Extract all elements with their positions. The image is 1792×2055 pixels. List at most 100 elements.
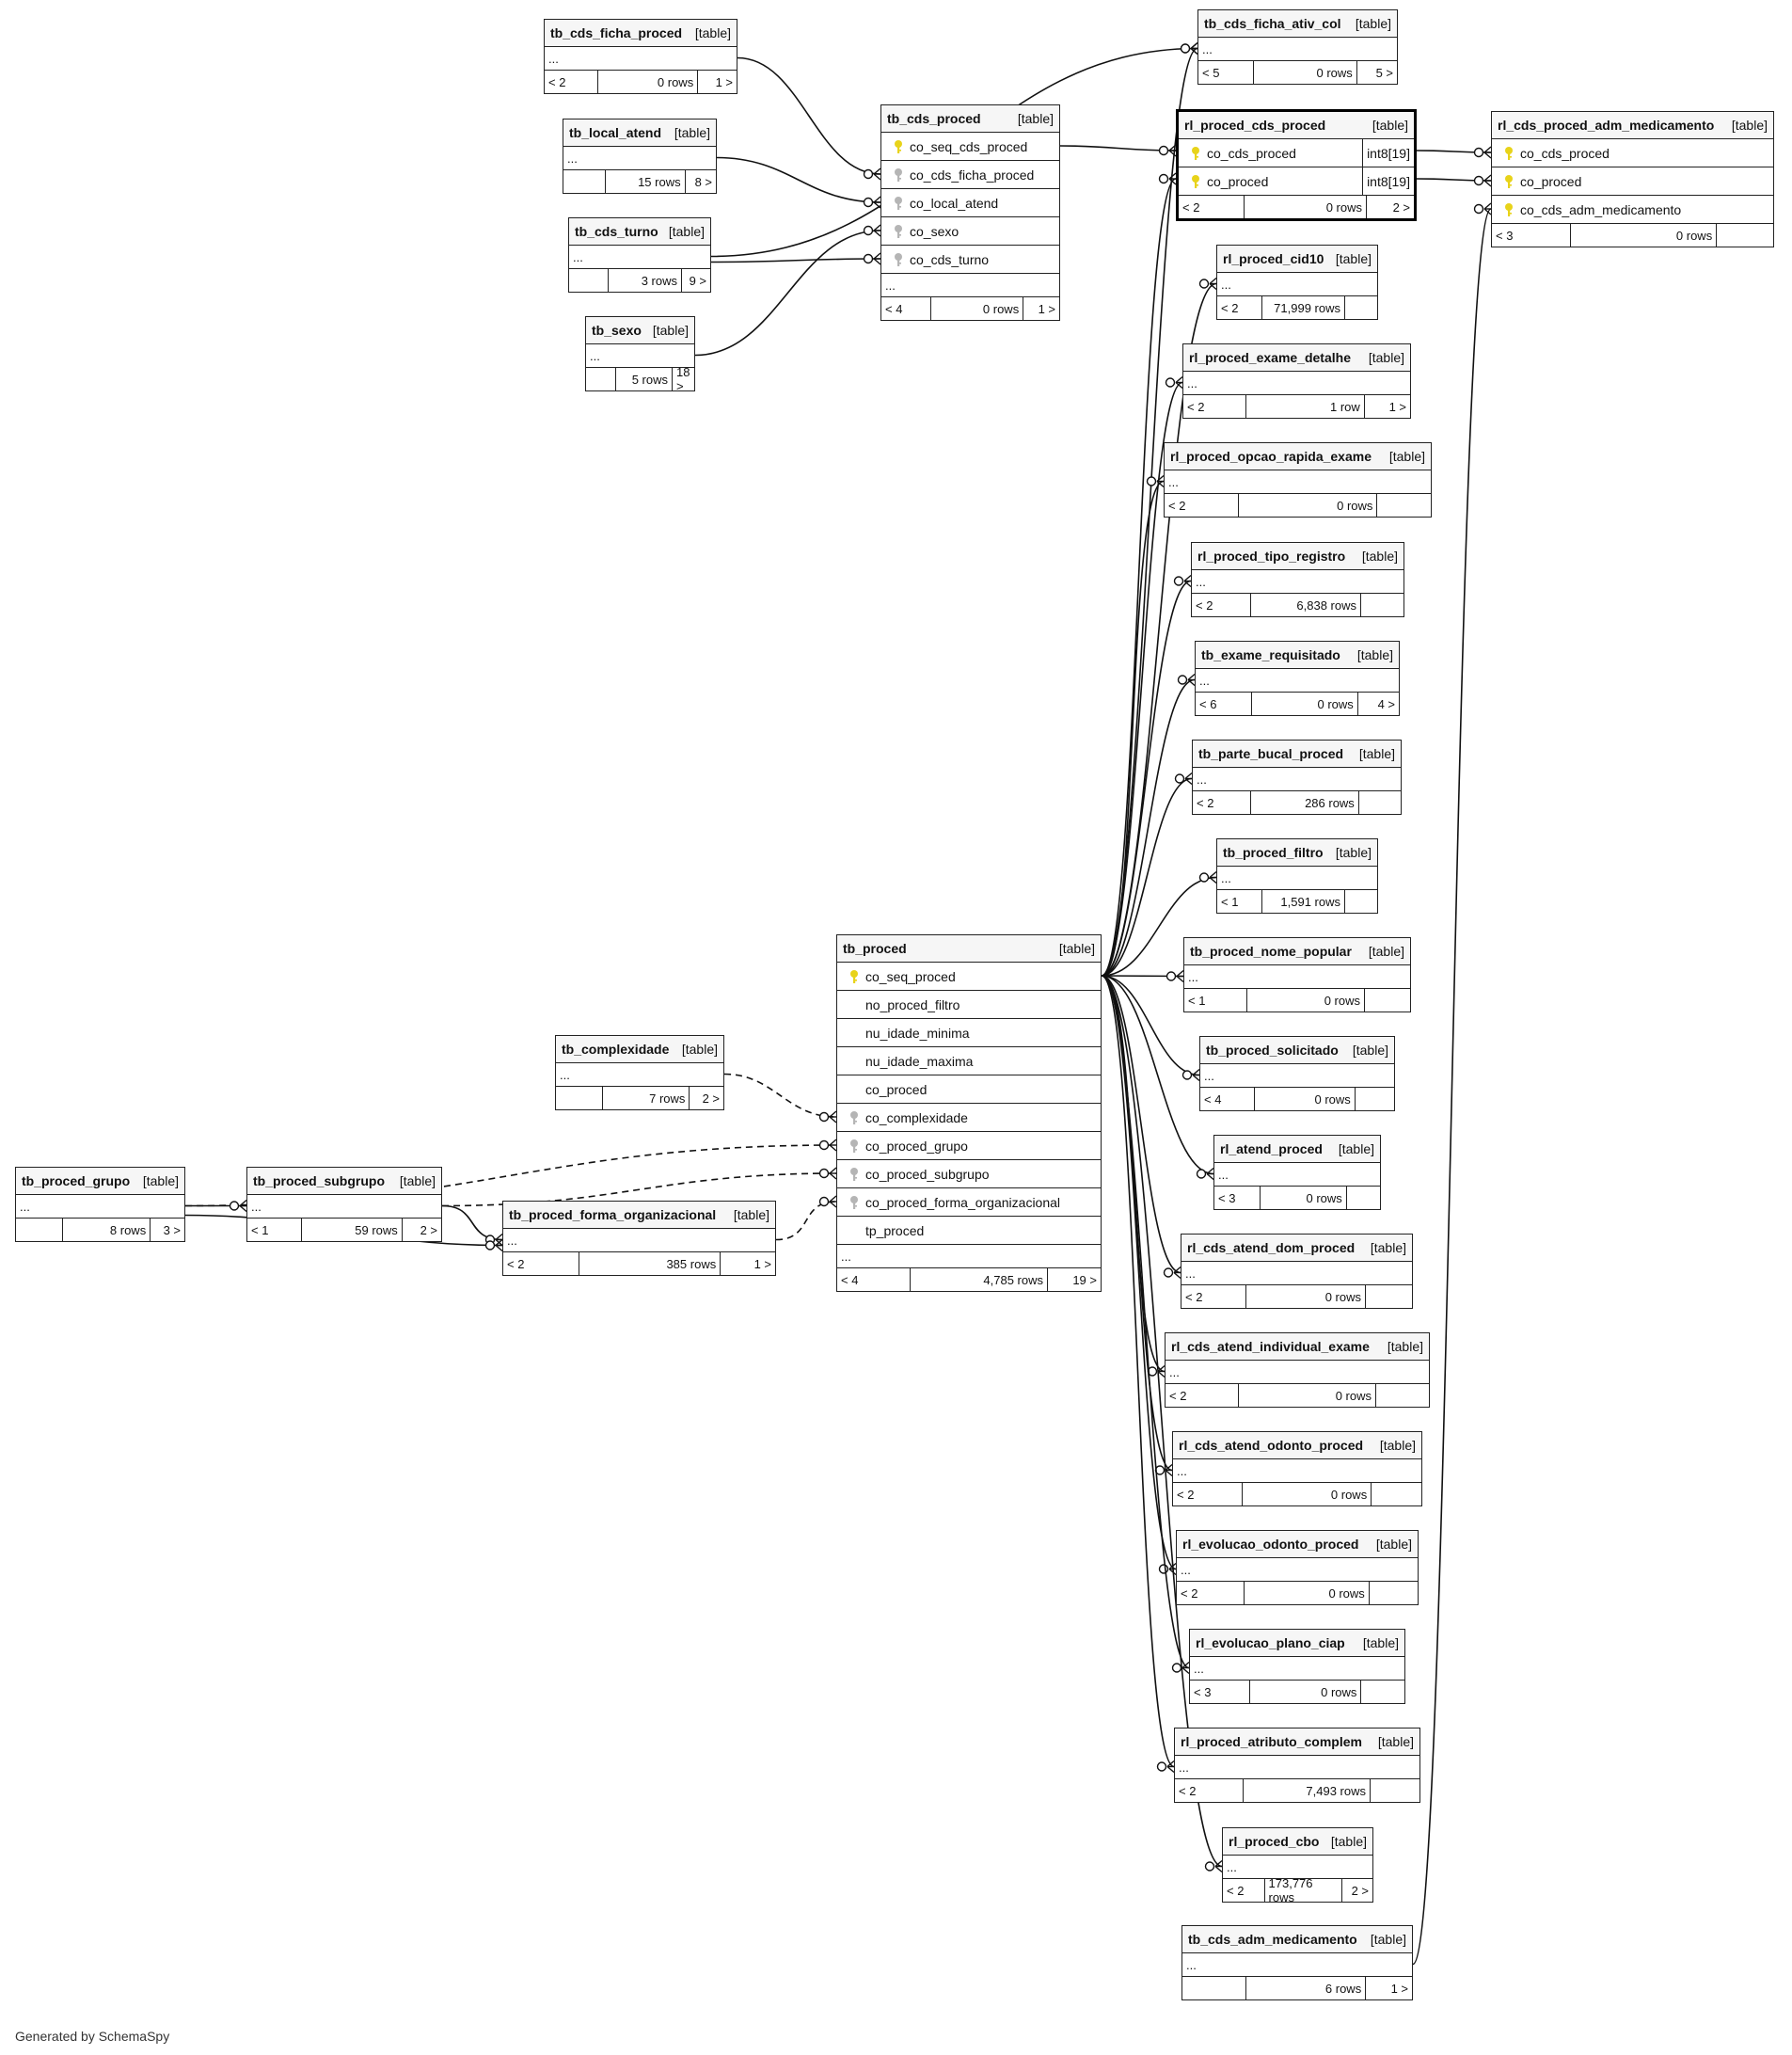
parent-count[interactable] <box>556 1087 603 1109</box>
column-row[interactable]: no_proced_filtro <box>837 991 1101 1019</box>
table-header[interactable]: tb_proced_filtro[table] <box>1217 839 1377 867</box>
parent-count[interactable]: < 2 <box>503 1252 579 1275</box>
table-rl_proced_cds_proced[interactable]: rl_proced_cds_proced[table]co_cds_proced… <box>1176 109 1417 221</box>
parent-count[interactable]: < 3 <box>1190 1681 1250 1703</box>
parent-count[interactable]: < 2 <box>1165 494 1240 517</box>
column-row[interactable]: co_seq_cds_proced <box>881 133 1059 161</box>
parent-count[interactable]: < 2 <box>1166 1384 1240 1407</box>
parent-count[interactable]: < 2 <box>1217 296 1262 319</box>
parent-count[interactable] <box>563 170 607 193</box>
parent-count[interactable] <box>569 269 609 292</box>
parent-count[interactable]: < 1 <box>1184 989 1248 1012</box>
table-header[interactable]: rl_cds_proced_adm_medicamento[table] <box>1492 112 1773 139</box>
table-header[interactable]: rl_proced_cds_proced[table] <box>1179 112 1414 139</box>
child-count[interactable]: 1 > <box>1038 301 1055 316</box>
column-row[interactable]: tp_proced <box>837 1217 1101 1245</box>
child-count[interactable]: 1 > <box>715 74 733 89</box>
child-count[interactable] <box>1365 989 1410 1012</box>
table-header[interactable]: tb_proced_solicitado[table] <box>1200 1037 1394 1064</box>
column-row[interactable]: co_proced_grupo <box>837 1132 1101 1160</box>
column-row[interactable]: co_local_atend <box>881 189 1059 217</box>
child-count[interactable]: 9 > <box>689 273 706 288</box>
table-header[interactable]: rl_proced_tipo_registro[table] <box>1192 543 1403 570</box>
child-count[interactable]: 4 > <box>1377 696 1395 711</box>
parent-count[interactable]: < 3 <box>1492 224 1571 247</box>
column-row[interactable]: co_cds_ficha_proced <box>881 161 1059 189</box>
parent-count[interactable] <box>586 368 617 390</box>
child-count[interactable]: 1 > <box>753 1256 771 1271</box>
parent-count[interactable] <box>1182 1977 1247 1999</box>
parent-count[interactable]: < 4 <box>837 1268 912 1291</box>
column-row[interactable]: co_proced <box>1492 167 1773 196</box>
column-row[interactable]: co_seq_proced <box>837 963 1101 991</box>
child-count[interactable] <box>1356 1088 1394 1110</box>
table-header[interactable]: tb_proced[table] <box>837 935 1101 963</box>
parent-count[interactable]: < 3 <box>1214 1187 1261 1209</box>
column-row[interactable]: nu_idade_minima <box>837 1019 1101 1047</box>
table-header[interactable]: rl_proced_cid10[table] <box>1217 246 1377 273</box>
table-rl_proced_opcao_rapida_exame[interactable]: rl_proced_opcao_rapida_exame[table]...< … <box>1164 442 1432 518</box>
table-header[interactable]: rl_proced_cbo[table] <box>1223 1828 1372 1856</box>
table-header[interactable]: tb_proced_subgrupo[table] <box>247 1168 441 1195</box>
child-count[interactable]: 1 > <box>1388 399 1406 414</box>
parent-count[interactable]: < 2 <box>1175 1779 1244 1802</box>
parent-count[interactable]: < 4 <box>1200 1088 1255 1110</box>
child-count[interactable]: 19 > <box>1072 1272 1097 1287</box>
table-header[interactable]: tb_proced_grupo[table] <box>16 1168 184 1195</box>
column-row[interactable]: co_cds_turno <box>881 246 1059 274</box>
parent-count[interactable]: < 2 <box>1193 791 1251 814</box>
child-count[interactable]: 2 > <box>702 1091 720 1106</box>
table-header[interactable]: tb_cds_adm_medicamento[table] <box>1182 1926 1412 1953</box>
child-count[interactable] <box>1371 1779 1419 1802</box>
parent-count[interactable]: < 2 <box>1173 1483 1243 1505</box>
parent-count[interactable]: < 2 <box>1183 395 1247 418</box>
child-count[interactable] <box>1359 791 1401 814</box>
parent-count[interactable]: < 1 <box>1217 890 1262 913</box>
child-count[interactable] <box>1361 1681 1404 1703</box>
table-header[interactable]: tb_cds_ficha_ativ_col[table] <box>1198 10 1397 38</box>
table-header[interactable]: rl_cds_atend_dom_proced[table] <box>1181 1235 1412 1262</box>
column-row[interactable]: co_complexidade <box>837 1104 1101 1132</box>
table-header[interactable]: rl_evolucao_plano_ciap[table] <box>1190 1630 1404 1657</box>
column-row[interactable]: co_cds_adm_medicamento <box>1492 196 1773 224</box>
child-count[interactable] <box>1376 1384 1429 1407</box>
column-row[interactable]: nu_idade_maxima <box>837 1047 1101 1075</box>
table-header[interactable]: tb_cds_turno[table] <box>569 218 710 246</box>
parent-count[interactable]: < 2 <box>1177 1582 1245 1604</box>
child-count[interactable]: 5 > <box>1375 65 1393 80</box>
parent-count[interactable]: < 2 <box>1181 1285 1246 1308</box>
table-header[interactable]: tb_sexo[table] <box>586 317 694 344</box>
table-header[interactable]: tb_local_atend[table] <box>563 119 716 147</box>
table-rl_cds_proced_adm_medicamento[interactable]: rl_cds_proced_adm_medicamento[table] co_c… <box>1491 111 1774 247</box>
column-row[interactable]: co_proced_subgrupo <box>837 1160 1101 1188</box>
parent-count[interactable]: < 2 <box>1179 196 1245 218</box>
child-count[interactable]: 8 > <box>694 174 712 189</box>
parent-count[interactable] <box>16 1219 64 1241</box>
parent-count[interactable]: < 1 <box>247 1219 302 1241</box>
table-header[interactable]: tb_proced_nome_popular[table] <box>1184 938 1410 965</box>
